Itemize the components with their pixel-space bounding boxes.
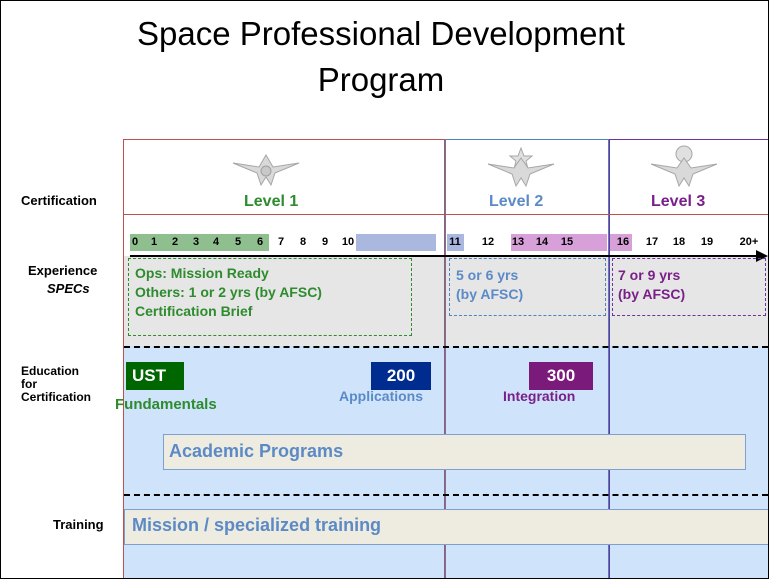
level-2-column [445, 139, 609, 578]
experience-level-1-text: Ops: Mission Ready Others: 1 or 2 yrs (b… [135, 264, 322, 321]
year-tick-label: 17 [645, 236, 659, 248]
row-label-training: Training [53, 517, 104, 532]
fundamentals-label: Fundamentals [115, 396, 217, 413]
years-highlight-level-2 [356, 234, 436, 251]
year-tick-label: 13 [511, 236, 525, 248]
experience-level-3-line-1: 7 or 9 yrs [618, 267, 681, 283]
experience-level-3-text: 7 or 9 yrs (by AFSC) [618, 266, 685, 304]
timeline-arrow-icon [756, 250, 768, 262]
divider-experience-education [124, 346, 768, 348]
training-bar [124, 509, 768, 545]
experience-level-2-line-2: (by AFSC) [456, 286, 524, 302]
year-tick-label: 12 [481, 236, 495, 248]
year-tick-label: 20+ [739, 236, 759, 248]
level-3-emblem-icon [650, 145, 718, 188]
years-highlight-16 [610, 234, 632, 251]
course-300-badge: 300 [529, 362, 593, 390]
years-highlight-level-1 [130, 234, 269, 251]
experience-level-3-line-2: (by AFSC) [618, 286, 686, 302]
level-1-column [123, 139, 445, 578]
year-tick-label: 3 [192, 236, 200, 248]
experience-box-level-3 [612, 258, 766, 316]
year-tick-label: 11 [449, 236, 461, 248]
level-3-label: Level 3 [651, 193, 706, 210]
year-tick-label: 1 [150, 236, 158, 248]
certification-divider [124, 214, 768, 215]
level-3-column [609, 139, 768, 578]
year-tick-label: 0 [131, 236, 139, 248]
row-label-specs: SPECs [47, 281, 90, 296]
experience-box-level-1 [128, 258, 412, 336]
level-1-emblem-icon [232, 154, 300, 187]
academic-programs-label: Academic Programs [169, 441, 344, 461]
experience-level-2-line-1: 5 or 6 yrs [456, 267, 519, 283]
level-2-emblem-icon [487, 146, 555, 188]
title-line-1: Space Professional Development [137, 15, 625, 52]
training-label: Mission / specialized training [132, 515, 382, 535]
year-tick-label: 2 [171, 236, 179, 248]
gray-band [124, 256, 768, 346]
year-tick-label: 7 [277, 236, 285, 248]
year-tick-label: 18 [672, 236, 686, 248]
divider-education-training [124, 494, 768, 496]
row-label-experience: Experience [28, 263, 98, 278]
year-tick-label: 19 [700, 236, 714, 248]
year-tick-label: 6 [256, 236, 264, 248]
integration-label: Integration [503, 388, 576, 404]
ust-badge: UST [126, 362, 184, 390]
year-tick-label: 8 [299, 236, 307, 248]
year-tick-label: 15 [560, 236, 574, 248]
education-label-line-3: Certification [21, 390, 92, 404]
education-label-line-2: for [21, 377, 37, 391]
row-label-certification: Certification [21, 193, 97, 208]
experience-box-level-2 [449, 258, 606, 316]
year-tick-label: 5 [234, 236, 242, 248]
level-1-label: Level 1 [244, 193, 299, 210]
year-tick-label: 16 [616, 236, 630, 248]
experience-level-1-line-2: Others: 1 or 2 yrs (by AFSC) [135, 284, 322, 300]
academic-programs-bar [163, 434, 746, 470]
experience-level-2-text: 5 or 6 yrs (by AFSC) [456, 266, 523, 304]
years-highlight-11 [447, 234, 464, 251]
year-tick-label: 10 [341, 236, 355, 248]
level-2-label: Level 2 [489, 193, 544, 210]
experience-level-1-line-1: Ops: Mission Ready [135, 265, 269, 281]
timeline-line [130, 255, 758, 257]
row-label-education: Education for Certification [21, 365, 91, 404]
course-200-badge: 200 [371, 362, 431, 390]
year-tick-label: 9 [321, 236, 329, 248]
year-tick-label: 4 [212, 236, 220, 248]
experience-level-1-line-3: Certification Brief [135, 303, 253, 319]
title-line-2: Program [317, 61, 445, 98]
applications-label: Applications [339, 388, 424, 404]
education-label-line-1: Education [21, 364, 80, 378]
page-title: Space Professional Development Program [121, 11, 641, 103]
years-highlight-level-3 [511, 234, 607, 251]
year-tick-label: 14 [535, 236, 549, 248]
